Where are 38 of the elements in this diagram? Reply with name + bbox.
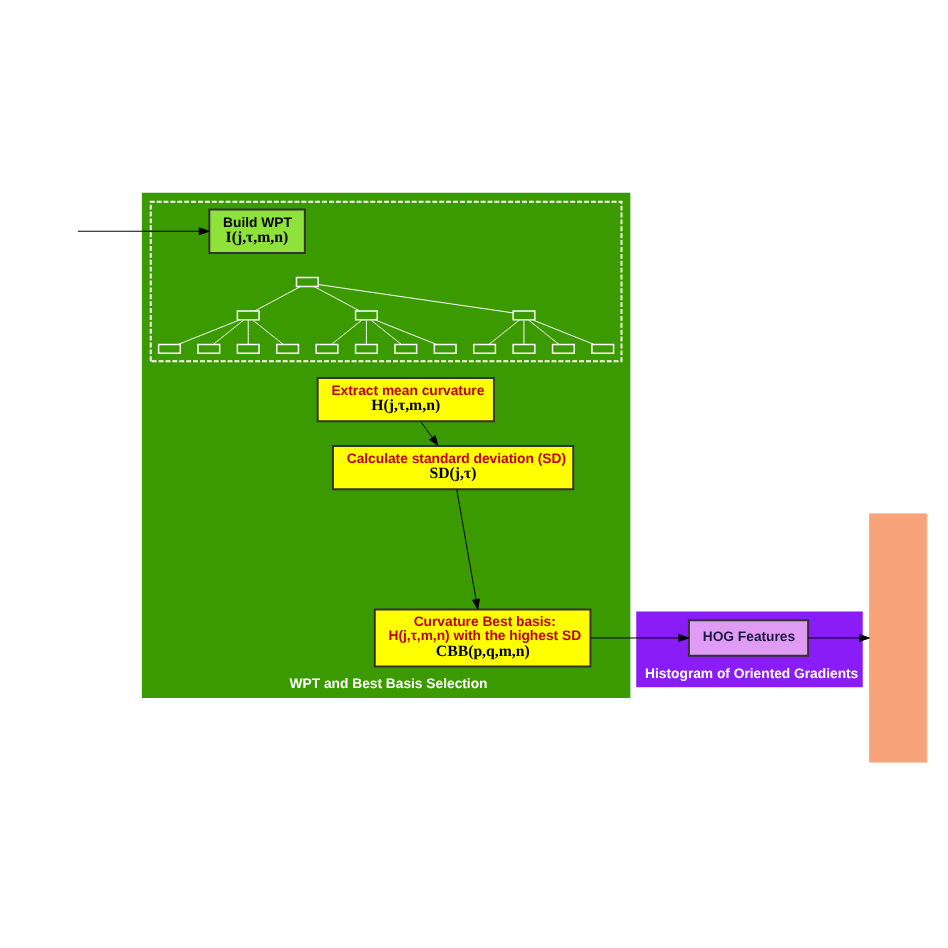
connector (528, 319, 560, 345)
node-box (551, 343, 575, 355)
node-box (512, 343, 536, 355)
connector (523, 319, 525, 345)
node-box (869, 513, 928, 763)
node-box (512, 310, 536, 321)
connector (317, 284, 514, 314)
node-box (354, 310, 378, 321)
arrow (590, 634, 690, 642)
node-box (236, 343, 260, 355)
arrow (807, 634, 870, 642)
node-box (591, 343, 615, 355)
arrow (420, 421, 439, 447)
node-box (295, 276, 319, 288)
connector (374, 319, 437, 345)
node-box (315, 343, 339, 355)
connector (313, 286, 361, 312)
node-box (157, 343, 181, 355)
node-box (197, 343, 221, 355)
node-box (473, 343, 497, 355)
connector (488, 319, 520, 345)
arrow (456, 489, 480, 610)
node-box (354, 343, 378, 355)
connector (212, 319, 245, 345)
connector (331, 319, 363, 345)
node-box (236, 310, 260, 321)
connector (532, 319, 595, 345)
node-box (394, 343, 418, 355)
node-box (276, 343, 300, 355)
cluster (149, 200, 623, 363)
connector (254, 286, 302, 312)
node-box (433, 343, 457, 355)
connector (365, 319, 367, 345)
connector (252, 319, 284, 345)
connector (370, 319, 402, 345)
connector (247, 319, 249, 345)
arrow (77, 227, 210, 236)
connector (177, 319, 240, 345)
